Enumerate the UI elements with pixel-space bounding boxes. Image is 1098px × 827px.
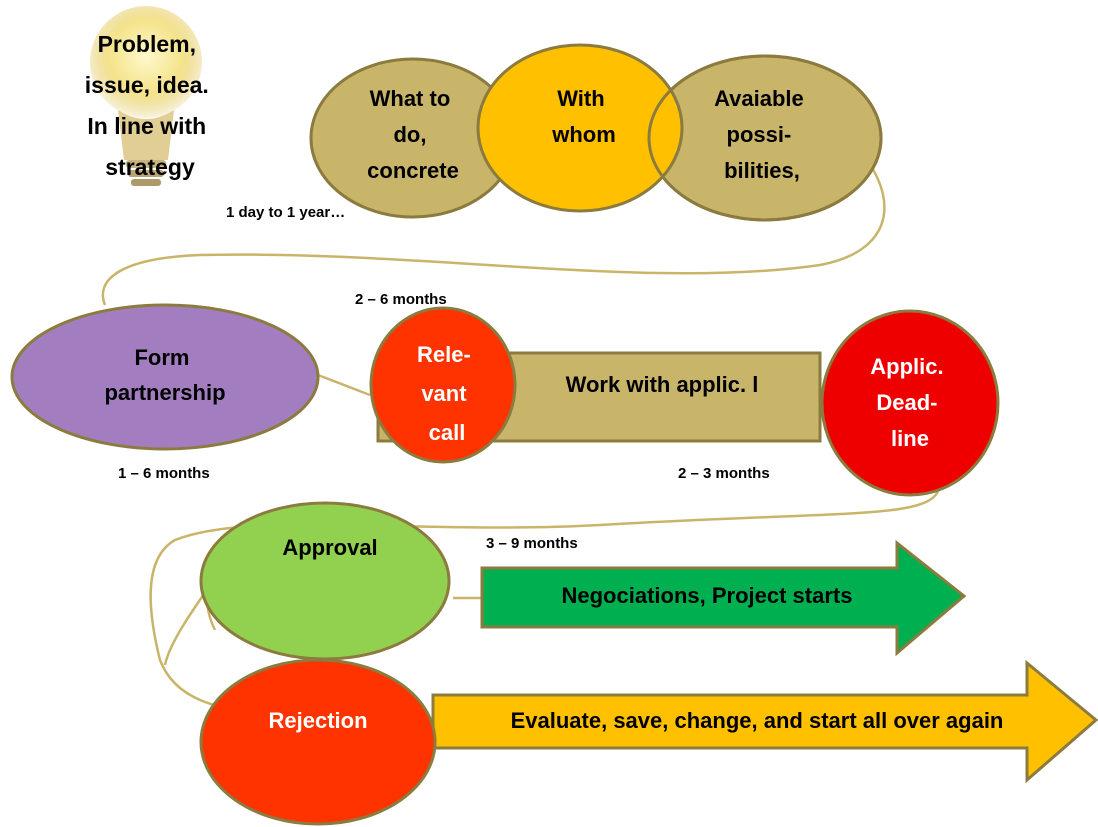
svg-text:What to do, concre: What to do, concrete	[367, 86, 459, 183]
what-line-2: do,	[393, 122, 426, 147]
svg-text:Avaiable possi- bi: Avaiable possi- bilities,	[714, 86, 810, 183]
possibilities-line-2: possi-	[727, 122, 792, 147]
call-line-2: vant	[421, 381, 467, 406]
whom-line-1: With	[557, 86, 604, 111]
negotiations-arrow	[480, 539, 967, 657]
possibilities-line-1: Avaiable	[714, 86, 804, 111]
idea-line-1: Problem,	[98, 31, 196, 57]
work-with-application-label: Work with applic. l	[566, 372, 759, 397]
evaluate-arrow	[431, 659, 1098, 784]
svg-text:With whom: With whom	[551, 86, 616, 147]
planning-group: What to do, concrete With whom Avaiable …	[309, 43, 883, 222]
duration-2-6-months: 2 – 6 months	[355, 291, 447, 308]
idea-line-3: In line with	[87, 113, 206, 139]
evaluate-label: Evaluate, save, change, and start all ov…	[511, 708, 1004, 733]
lightbulb-icon	[90, 6, 202, 186]
duration-1-6-months: 1 – 6 months	[118, 465, 210, 482]
negotiations-label: Negociations, Project starts	[562, 583, 853, 608]
form-partnership-ellipse	[10, 303, 320, 451]
what-line-3: concrete	[367, 158, 459, 183]
application-deadline-circle	[820, 309, 1000, 497]
svg-text:Rele- vant call: Rele- vant call	[417, 342, 477, 445]
connector-possibilities-to-partnership	[101, 139, 886, 306]
idea-line-4: strategy	[105, 154, 195, 180]
partnership-line-2: partnership	[104, 380, 225, 405]
duration-2-3-months: 2 – 3 months	[678, 465, 770, 482]
duration-3-9-months: 3 – 9 months	[486, 535, 578, 552]
call-line-1: Rele-	[417, 342, 471, 367]
svg-text:Applic. Dead- line: Applic. Dead- line	[870, 354, 949, 451]
whom-line-2: whom	[551, 122, 616, 147]
connector-partnership-to-call	[317, 373, 371, 397]
idea-line-2: issue, idea.	[85, 72, 209, 98]
approval-label: Approval	[282, 535, 377, 560]
svg-text:Problem, issue, idea.: Problem, issue, idea. In line with strat…	[85, 31, 215, 180]
approval-ellipse	[199, 501, 451, 661]
relevant-call-circle	[369, 306, 517, 464]
partnership-line-1: Form	[134, 345, 189, 370]
deadline-line-2: Dead-	[876, 390, 937, 415]
possibilities-line-3: bilities,	[724, 158, 800, 183]
rejection-ellipse	[199, 658, 437, 826]
svg-text:Form partnership: Form partnership	[104, 345, 225, 405]
what-line-1: What to	[370, 86, 451, 111]
duration-1-day-to-1-year: 1 day to 1 year…	[226, 204, 345, 221]
call-line-3: call	[429, 420, 466, 445]
deadline-line-1: Applic.	[870, 354, 943, 379]
with-whom-ellipse	[476, 43, 684, 213]
deadline-line-3: line	[891, 426, 929, 451]
rejection-label: Rejection	[268, 708, 367, 733]
